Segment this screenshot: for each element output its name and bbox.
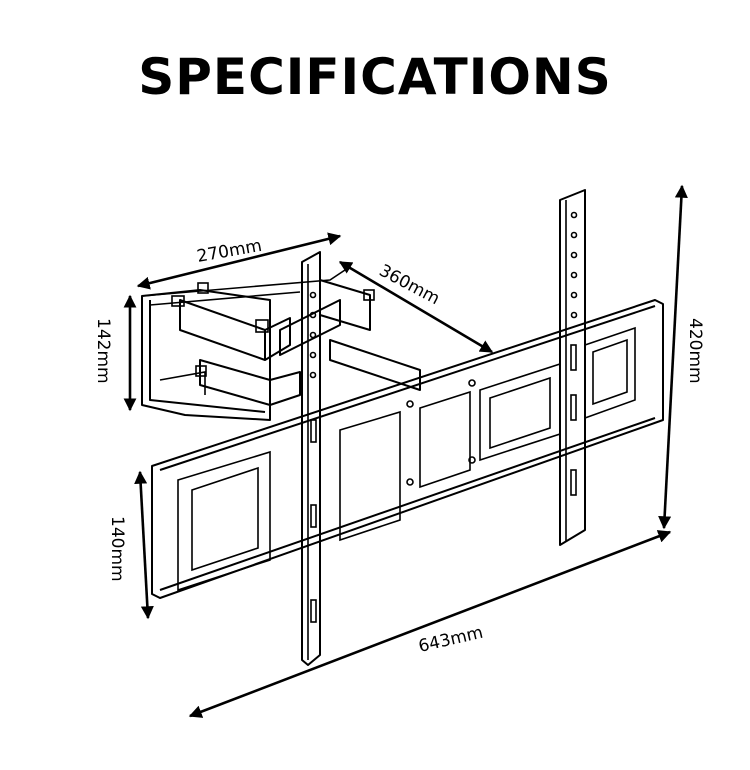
arrow-270mm [136,232,342,290]
label-wall-plate-height: 142mm [93,318,113,384]
page-title: SPECIFICATIONS [138,48,612,106]
horizontal-bracket [151,299,664,599]
label-bracket-height: 140mm [107,516,127,582]
arrow-360mm [338,260,494,354]
arrow-420mm [658,184,688,530]
vertical-strap-left [301,251,321,666]
arrow-643mm [188,530,672,718]
arrow-140mm [134,470,154,620]
vertical-strap-right [559,189,586,546]
label-total-width: 643mm [417,623,485,657]
label-total-height: 420mm [685,318,705,384]
